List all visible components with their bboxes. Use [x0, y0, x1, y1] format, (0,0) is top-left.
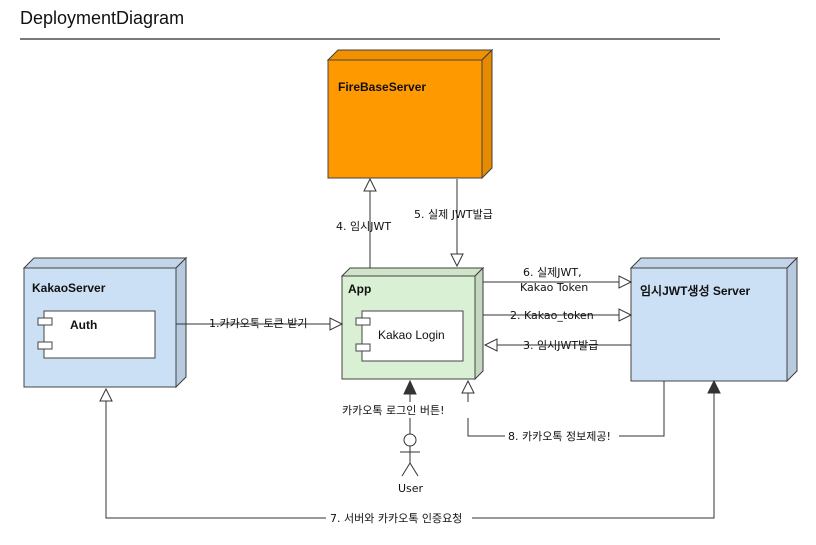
edge-user[interactable]: 카카오톡 로그인 버튼! — [338, 379, 483, 434]
edge-3-arrowhead — [483, 338, 498, 352]
edge-3-label: 3. 임시JWT발급 — [523, 339, 598, 352]
edge-2[interactable]: 2. Kakao_token — [483, 308, 633, 322]
jwt-node-front-face — [630, 267, 788, 382]
edge-user-arrowhead — [403, 379, 417, 395]
jwt-node-top-face — [629, 257, 799, 269]
edge-6-arrowhead — [618, 275, 633, 289]
user-actor[interactable]: User — [398, 433, 424, 495]
kakao-login-component-name: Kakao Login — [378, 328, 445, 342]
kakao-node-top-face — [22, 257, 188, 269]
edge-4-arrowhead — [363, 177, 377, 192]
app-node-name: App — [348, 282, 371, 296]
edge-7[interactable]: 7. 서버와 카카오톡 인증요청 — [99, 379, 721, 526]
kakao-node-side-face — [175, 256, 187, 389]
user-actor-head — [403, 433, 417, 447]
kakao-node-name: KakaoServer — [32, 281, 106, 295]
app-node-side-face — [474, 266, 484, 381]
auth-component-port-bottom — [37, 341, 53, 350]
edge-7-label: 7. 서버와 카카오톡 인증요청 — [330, 512, 462, 525]
edge-1[interactable]: 1.카카오톡 토큰 받기 — [176, 317, 344, 331]
app-node-top-face — [340, 267, 485, 277]
diagram-title: DeploymentDiagram — [20, 8, 185, 28]
edge-6[interactable]: 6. 실제JWT, Kakao Token — [483, 266, 633, 294]
edge-4-label: 4. 임시JWT — [336, 220, 391, 233]
kakao-login-component-port-top — [355, 317, 371, 326]
edge-3[interactable]: 3. 임시JWT발급 — [483, 338, 631, 352]
firebase-node-side-face — [481, 48, 493, 180]
firebase-node-name: FireBaseServer — [338, 80, 426, 94]
edge-8-label: 8. 카카오톡 정보제공! — [508, 430, 611, 443]
edge-7-arrowhead-kakao — [99, 387, 113, 402]
edge-8-arrowhead — [461, 379, 475, 394]
firebase-server-node[interactable]: FireBaseServer — [326, 48, 494, 180]
edge-6-label-line1: 6. 실제JWT, — [523, 266, 582, 279]
edge-7-label-bg — [326, 510, 472, 526]
edge-7-arrowhead-jwt — [707, 379, 721, 394]
auth-component-name: Auth — [70, 318, 97, 332]
edge-6-label-line2: Kakao Token — [520, 281, 588, 294]
user-actor-name: User — [398, 482, 424, 495]
auth-component[interactable]: Auth — [37, 310, 156, 359]
jwt-node-name: 임시JWT생성 Server — [640, 283, 751, 298]
user-actor-right-leg — [409, 462, 419, 477]
edge-4[interactable]: 4. 임시JWT — [336, 177, 391, 268]
user-actor-left-leg — [401, 462, 411, 477]
kakao-login-component-port-bottom — [355, 343, 371, 352]
edge-1-label: 1.카카오톡 토큰 받기 — [209, 317, 307, 330]
kakao-server-node[interactable]: KakaoServer Auth — [22, 256, 188, 389]
edge-1-arrowhead — [329, 317, 344, 331]
firebase-node-front-face — [327, 59, 483, 179]
edge-8-label-bg — [505, 428, 619, 444]
jwt-node-side-face — [786, 256, 798, 383]
auth-component-port-top — [37, 317, 53, 326]
title-divider — [20, 38, 720, 40]
edge-8[interactable]: 8. 카카오톡 정보제공! — [461, 379, 665, 444]
edge-5[interactable]: 5. 실제 JWT발급 — [414, 179, 493, 268]
kakao-login-component-box — [361, 310, 464, 362]
auth-component-box — [43, 310, 156, 359]
edge-8-line — [467, 381, 665, 437]
kakao-login-component[interactable]: Kakao Login — [355, 310, 464, 362]
edge-user-label-bg — [338, 402, 483, 418]
edge-5-label: 5. 실제 JWT발급 — [414, 208, 493, 221]
edge-5-arrowhead — [450, 253, 464, 268]
edge-2-arrowhead — [618, 308, 633, 322]
edge-2-label: 2. Kakao_token — [510, 309, 594, 322]
app-node[interactable]: App Kakao Login — [340, 266, 485, 381]
firebase-node-top-face — [326, 49, 494, 61]
edge-user-label: 카카오톡 로그인 버튼! — [342, 404, 444, 417]
jwt-server-node[interactable]: 임시JWT생성 Server — [629, 256, 799, 383]
